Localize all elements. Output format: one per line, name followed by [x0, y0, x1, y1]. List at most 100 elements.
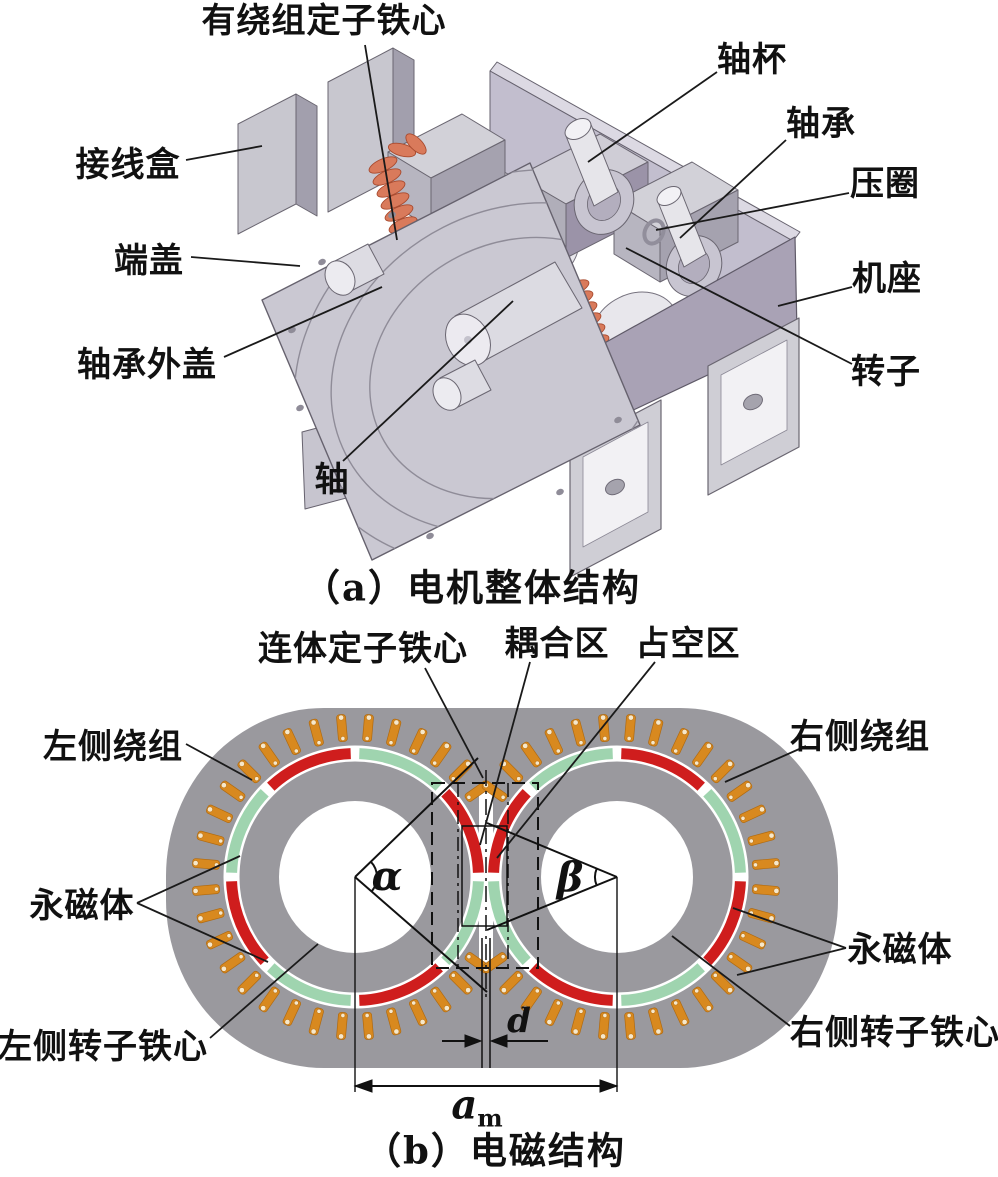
left-winding-slot	[362, 714, 374, 743]
right-winding-slot-tip	[534, 988, 540, 994]
left-winding-slot-tip	[419, 1019, 426, 1025]
right-winding-slot	[570, 1007, 586, 1036]
leader-lines-b	[136, 661, 847, 1039]
label-angle-alpha: α	[371, 853, 403, 900]
motor-3d-view	[185, 44, 853, 578]
leader-lines-a	[185, 44, 853, 462]
right-winding-slot	[598, 1011, 610, 1040]
right-winding-slot	[751, 858, 780, 870]
right-winding-slot-tip	[745, 965, 751, 972]
alpha-ray	[354, 757, 479, 878]
left-winding-slot-tip	[432, 760, 438, 766]
right-winding-slot-tip	[600, 714, 606, 721]
right-winding-slot-tip	[626, 736, 632, 741]
right-winding-slot-tip	[728, 954, 734, 960]
left-winding-slot	[386, 1007, 402, 1036]
right-winding-slot-tip	[655, 719, 662, 726]
right-winding-slot	[738, 931, 766, 950]
left-winding-slot-tip	[284, 1019, 291, 1025]
left-winding-slot-tip	[338, 714, 344, 721]
label-wound-stator-core: 有绕组定子铁心	[201, 1, 447, 41]
label-gap-d: d	[507, 1001, 531, 1041]
dimension-am	[353, 1079, 619, 1093]
electromagnetic-section	[136, 661, 847, 1093]
right-winding-slot-tip	[753, 862, 758, 868]
left-winding-slot-tip	[316, 1008, 322, 1014]
beta-ray	[486, 876, 618, 931]
label-am-base: a	[451, 1081, 478, 1129]
left-winding-slot-tip	[393, 719, 400, 726]
left-winding-slot	[282, 998, 301, 1026]
shaft-stub-cap	[324, 260, 356, 296]
right-winding-slot-tip	[748, 838, 754, 844]
right-winding-slot-tip	[500, 954, 506, 960]
right-winding-slot-tip	[773, 888, 780, 894]
left-winding-slot-tip	[450, 972, 456, 978]
left-permanent-magnet-arc	[358, 748, 443, 791]
label-duty-zone: 占空区	[635, 624, 741, 664]
right-winding-slot-tip	[740, 933, 746, 939]
left-winding-slot-tip	[366, 1033, 372, 1040]
right-winding-slot	[570, 718, 586, 747]
foot-bolt-hole	[743, 393, 763, 411]
left-winding-slot	[386, 718, 402, 747]
beta-ray	[486, 822, 618, 878]
left-permanent-magnet-arc	[226, 880, 269, 965]
left-winding-slot-tip	[366, 714, 372, 721]
right-winding-slot-tip	[602, 736, 608, 741]
right-winding-slot-tip	[705, 1005, 712, 1011]
pressure-ring	[642, 218, 666, 246]
left-winding-slot-tip	[340, 1013, 346, 1018]
junction-box-plate	[237, 93, 297, 235]
right-winding-slot-tip	[501, 987, 507, 993]
label-angle-beta: β	[556, 854, 584, 901]
left-winding-slot-tip	[466, 794, 472, 800]
left-winding-slot-tip	[254, 776, 260, 782]
left-winding-slot	[336, 714, 348, 743]
dimension-d	[442, 938, 548, 1068]
right-winding-slot	[544, 728, 563, 756]
left-winding-slot-tip	[197, 832, 204, 839]
left-winding-slot-tip	[221, 782, 227, 789]
label-coupling-zone: 耦合区	[504, 624, 610, 664]
right-winding-slot	[747, 830, 776, 846]
left-permanent-magnet-arc	[441, 880, 484, 965]
left-winding-slot-tip	[272, 760, 278, 766]
right-winding-slot	[544, 998, 563, 1026]
label-left-winding: 左侧绕组	[43, 727, 183, 767]
caption-part-a: （a）电机整体结构	[303, 565, 641, 610]
right-winding-slot-tip	[578, 1008, 584, 1014]
label-pressure-ring: 压圈	[850, 164, 920, 204]
right-winding-slot-tip	[759, 941, 765, 948]
shaft-end-cap	[656, 186, 682, 207]
label-am: am	[451, 1085, 502, 1131]
alpha-ray	[354, 876, 488, 993]
right-permanent-magnet-arc	[703, 789, 746, 874]
right-permanent-magnet-arc	[620, 963, 705, 1006]
left-winding-slot-tip	[340, 736, 346, 741]
right-winding-slot-tip	[727, 987, 733, 993]
right-winding-slot-tip	[522, 743, 529, 749]
left-winding-slot-tip	[419, 729, 426, 735]
left-winding-slot-tip	[338, 1033, 344, 1040]
left-winding-slot-tip	[316, 740, 322, 746]
left-winding-slot-tip	[466, 954, 472, 960]
right-winding-slot-tip	[650, 740, 656, 746]
right-winding-slot-tip	[600, 1033, 606, 1040]
left-winding-slot-tip	[254, 972, 260, 978]
left-winding-slot-tip	[443, 1005, 450, 1011]
right-winding-slot-tip	[626, 1013, 632, 1018]
label-joint-stator-core: 连体定子铁心	[258, 629, 468, 669]
left-winding-slot-tip	[239, 761, 245, 767]
left-winding-slot-tip	[192, 888, 199, 894]
right-winding-slot-tip	[578, 740, 584, 746]
right-winding-slot-tip	[628, 714, 634, 721]
right-winding-slot	[648, 1007, 664, 1036]
junction-box-plate-side	[295, 93, 318, 217]
left-winding-slot-tip	[239, 987, 245, 993]
left-winding-slot-tip	[207, 941, 213, 948]
left-winding-slot-tip	[388, 1008, 394, 1014]
left-permanent-magnet-arc	[441, 789, 484, 874]
left-winding-slot	[409, 998, 428, 1026]
